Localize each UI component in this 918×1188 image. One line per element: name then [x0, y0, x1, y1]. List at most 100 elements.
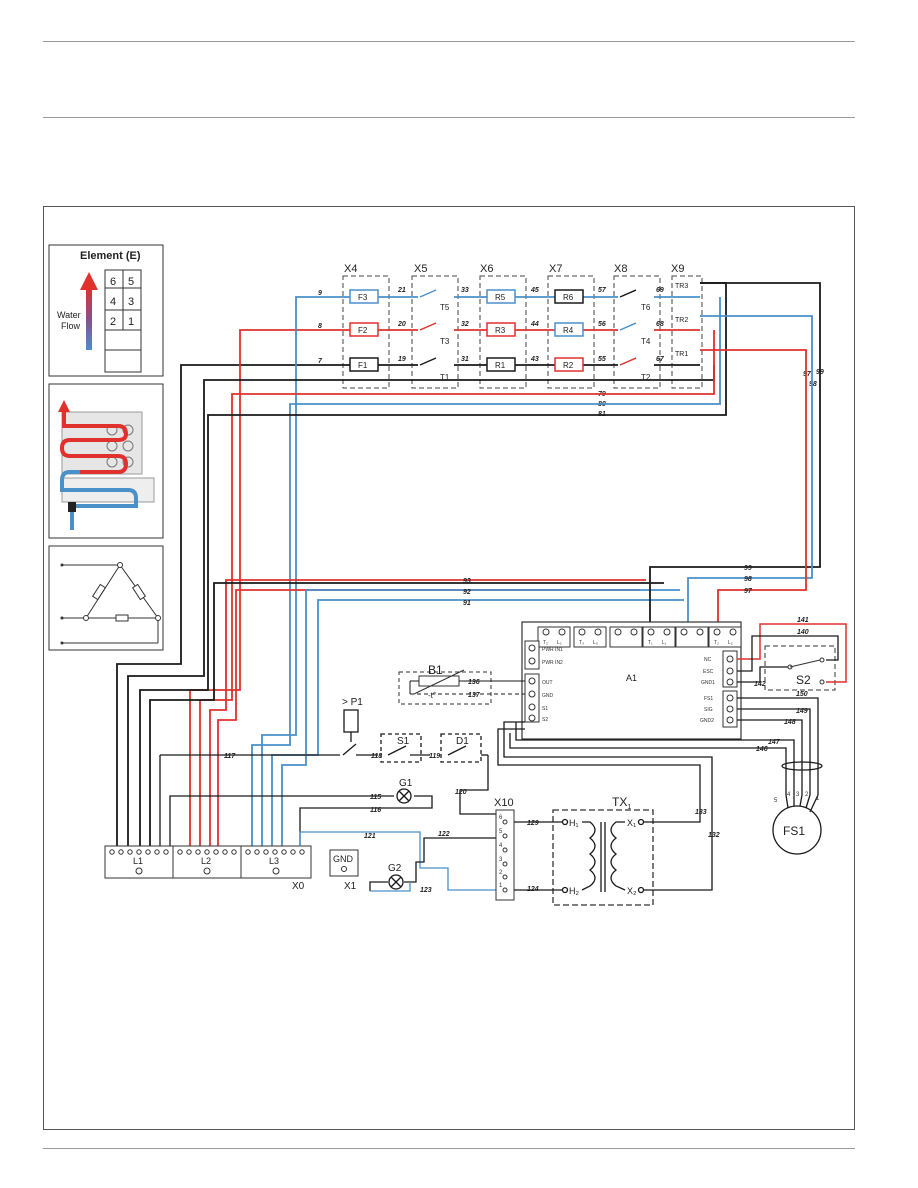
svg-text:44: 44 [530, 321, 539, 328]
element-legend: Element (E) 6 5 4 3 2 1 Water Flow [48, 244, 164, 377]
svg-text:146: 146 [756, 746, 768, 753]
svg-text:133: 133 [695, 809, 707, 816]
element-legend-title: Element (E) [80, 250, 141, 262]
svg-text:67: 67 [656, 356, 665, 363]
svg-text:68: 68 [656, 321, 664, 328]
r4-label: R4 [563, 326, 574, 335]
delta-diagram [48, 545, 164, 651]
b1-label: B1 [428, 663, 443, 677]
svg-text:3: 3 [499, 857, 503, 863]
control-circuit [159, 709, 498, 846]
l3-label: L3 [269, 856, 279, 866]
x10-terminal: 654 321 [495, 809, 515, 901]
element-cell-1: 1 [128, 316, 134, 328]
heater-illustration [48, 383, 164, 539]
svg-text:S1: S1 [542, 706, 548, 712]
svg-text:7: 7 [318, 358, 323, 365]
svg-text:2: 2 [805, 792, 809, 798]
svg-text:9: 9 [318, 290, 322, 297]
svg-text:119: 119 [429, 753, 440, 760]
b1-symbol: -t° [428, 691, 436, 700]
wire-142: 142 [754, 681, 766, 688]
svg-text:32: 32 [461, 321, 469, 328]
x1-coil-label: X₁ [627, 818, 636, 828]
element-cell-2: 2 [110, 316, 116, 328]
thermostat-switches [418, 289, 654, 373]
f1-label: F1 [358, 361, 368, 370]
b1-temperature-sensor [398, 669, 525, 705]
svg-text:L₁: L₁ [662, 640, 667, 646]
feeder-wires [116, 282, 821, 846]
svg-text:99: 99 [744, 565, 752, 572]
svg-text:1: 1 [499, 883, 503, 889]
footer-rule [43, 1148, 855, 1149]
mid-wire-numbers: 93 92 91 99 98 97 [463, 565, 753, 607]
header-bottom-rule [43, 117, 855, 118]
x4-label: X4 [344, 263, 357, 275]
svg-text:43: 43 [530, 356, 539, 363]
x8-label: X8 [614, 263, 627, 275]
svg-text:45: 45 [530, 287, 539, 294]
svg-text:148: 148 [784, 719, 796, 726]
svg-text:5: 5 [499, 829, 503, 835]
a1-controller [521, 621, 742, 740]
svg-text:L₃: L₃ [593, 640, 598, 646]
x2-coil-label: X₂ [627, 886, 637, 896]
t4-label: T4 [641, 337, 651, 346]
svg-text:92: 92 [463, 589, 471, 596]
svg-text:57: 57 [598, 287, 607, 294]
gnd-label: GND [333, 854, 354, 864]
x10-label: X10 [494, 797, 514, 809]
x0-label: X0 [292, 881, 305, 892]
svg-text:147: 147 [768, 739, 781, 746]
fs1-flow-switch [509, 697, 823, 855]
r2-label: R2 [563, 361, 574, 370]
fs1-wire-numbers: 150 149 148 147 146 [756, 691, 808, 753]
svg-text:FS1: FS1 [704, 696, 713, 702]
tr2-label: TR2 [675, 317, 688, 324]
svg-text:T₂: T₂ [543, 640, 548, 646]
svg-text:149: 149 [796, 708, 808, 715]
x0-power-terminal [104, 845, 312, 879]
p1-label: > P1 [342, 697, 363, 708]
x5-label: X5 [414, 263, 427, 275]
svg-text:5: 5 [774, 798, 778, 804]
wire-136: 136 [468, 679, 480, 686]
tx-label: TX1 [612, 795, 631, 811]
svg-text:56: 56 [598, 321, 606, 328]
x7-label: X7 [549, 263, 562, 275]
fs1-label: FS1 [783, 824, 805, 838]
top-wire-numbers: 9 8 7 21 20 19 33 32 31 45 44 43 57 56 5… [318, 287, 824, 418]
svg-text:2: 2 [499, 870, 503, 876]
svg-text:121: 121 [364, 833, 376, 840]
r6-label: R6 [563, 293, 574, 302]
element-cell-3: 3 [128, 296, 134, 308]
flow-label: Flow [61, 321, 81, 331]
element-cell-5: 5 [128, 276, 134, 288]
svg-text:129: 129 [527, 820, 539, 827]
g1-label: G1 [399, 778, 413, 789]
g2-label: G2 [388, 863, 402, 874]
svg-text:69: 69 [656, 287, 664, 294]
diagram-frame [43, 206, 855, 1130]
svg-text:L₂: L₂ [557, 640, 562, 646]
r1-label: R1 [495, 361, 506, 370]
svg-text:122: 122 [438, 831, 450, 838]
f3-label: F3 [358, 293, 368, 302]
tr1-label: TR1 [675, 351, 688, 358]
d1-label: D1 [456, 736, 469, 747]
x6-label: X6 [480, 263, 493, 275]
transformer [497, 721, 713, 906]
svg-text:33: 33 [461, 287, 469, 294]
heating-elements [486, 289, 584, 372]
svg-text:4: 4 [499, 843, 503, 849]
wire-137: 137 [468, 692, 481, 699]
svg-text:116: 116 [370, 807, 381, 814]
svg-text:GND: GND [542, 693, 554, 699]
t5-label: T5 [440, 303, 450, 312]
header-top-rule [43, 41, 855, 42]
svg-text:115: 115 [370, 794, 381, 801]
svg-text:98: 98 [744, 576, 752, 583]
water-flow-arrow-icon [86, 288, 92, 350]
a1-right-pin-labels: NC ESC GND1 FS1 SIG GND2 [700, 657, 715, 724]
